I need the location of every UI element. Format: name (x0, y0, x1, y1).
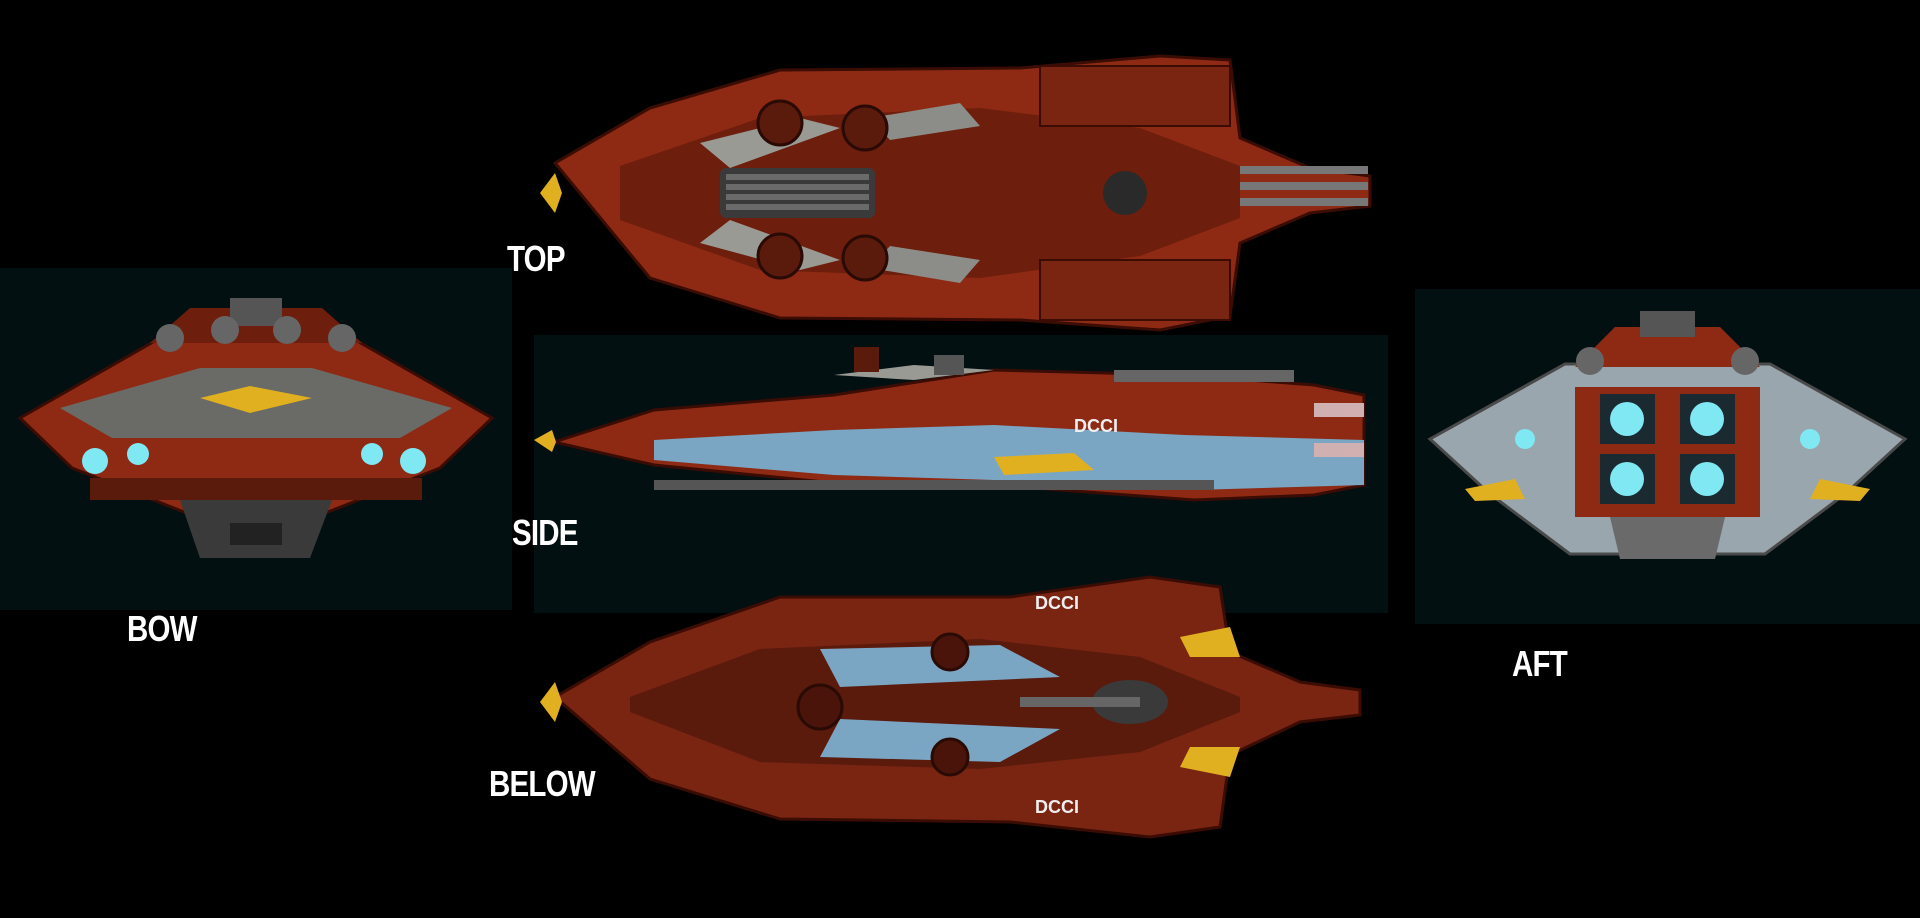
below-registry-mark-bottom: DCCI (1035, 797, 1079, 817)
view-label-below: BELOW (489, 763, 596, 804)
ship-aft-view (1415, 289, 1920, 624)
ship-below-view: DCCI DCCI (540, 557, 1365, 847)
view-label-top: TOP (507, 238, 566, 279)
view-label-side: SIDE (512, 512, 578, 553)
view-label-bow: BOW (127, 608, 198, 649)
ship-top-view (540, 48, 1375, 338)
below-registry-mark-top: DCCI (1035, 593, 1079, 613)
ship-side-view: DCCI (534, 335, 1388, 613)
view-label-aft: AFT (1512, 643, 1568, 684)
ship-bow-view (0, 268, 512, 610)
side-registry-mark: DCCI (1074, 416, 1118, 436)
